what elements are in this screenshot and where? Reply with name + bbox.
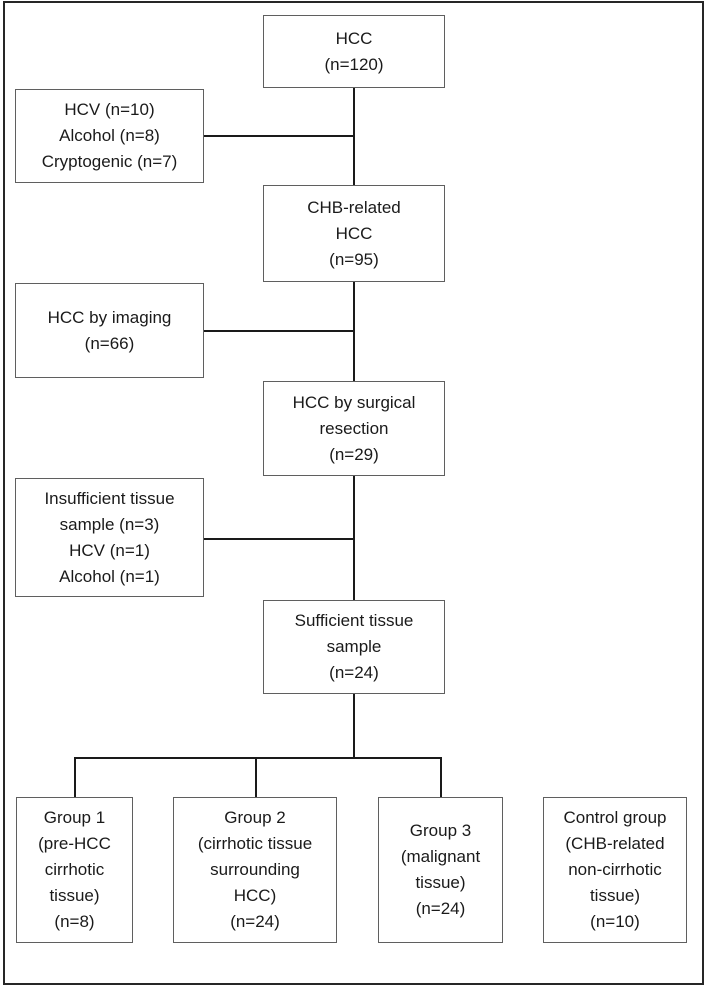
node-group-2: Group 2 (cirrhotic tissue surrounding HC… (173, 797, 337, 943)
node-group-3: Group 3 (malignant tissue) (n=24) (378, 797, 503, 943)
connector-hcc-to-chb (353, 88, 355, 185)
node-hcc-label: HCC (n=120) (324, 28, 384, 74)
connector-exclusion-imaging (204, 330, 353, 332)
connector-surgical-to-sufficient (353, 476, 355, 600)
node-group-2-label: Group 2 (cirrhotic tissue surrounding HC… (197, 808, 313, 931)
node-sufficient-tissue-sample-label: Sufficient tissue sample (n=24) (294, 611, 414, 682)
connector-sufficient-to-branch (353, 694, 355, 758)
connector-exclusion-etiology (204, 135, 353, 137)
node-chb-related-hcc: CHB-related HCC (n=95) (263, 185, 445, 282)
branch-horizontal-line (74, 757, 442, 759)
node-group-3-label: Group 3 (malignant tissue) (n=24) (400, 821, 481, 918)
node-excluded-insufficient-tissue: Insufficient tissue sample (n=3) HCV (n=… (15, 478, 204, 597)
node-hcc-surgical-resection-label: HCC by surgical resection (n=29) (292, 392, 416, 464)
node-group-1-label: Group 1 (pre-HCC cirrhotic tissue) (n=8) (38, 808, 111, 931)
node-hcc: HCC (n=120) (263, 15, 445, 88)
outer-border (3, 1, 704, 985)
node-group-1: Group 1 (pre-HCC cirrhotic tissue) (n=8) (16, 797, 133, 943)
node-excluded-insufficient-tissue-label: Insufficient tissue sample (n=3) HCV (n=… (44, 488, 175, 586)
connector-chb-to-surgical (353, 282, 355, 381)
connector-exclusion-insufficient (204, 538, 353, 540)
branch-drop-group1 (74, 757, 76, 797)
node-control-group-label: Control group (CHB-related non-cirrhotic… (563, 808, 667, 931)
node-chb-related-hcc-label: CHB-related HCC (n=95) (307, 197, 401, 269)
node-control-group: Control group (CHB-related non-cirrhotic… (543, 797, 687, 943)
node-excluded-etiology: HCV (n=10) Alcohol (n=8) Cryptogenic (n=… (15, 89, 204, 183)
node-hcc-by-imaging: HCC by imaging (n=66) (15, 283, 204, 378)
node-hcc-by-imaging-label: HCC by imaging (n=66) (47, 307, 172, 353)
branch-drop-group2 (255, 757, 257, 797)
node-excluded-etiology-label: HCV (n=10) Alcohol (n=8) Cryptogenic (n=… (41, 100, 178, 171)
node-sufficient-tissue-sample: Sufficient tissue sample (n=24) (263, 600, 445, 694)
node-hcc-surgical-resection: HCC by surgical resection (n=29) (263, 381, 445, 476)
branch-drop-group3 (440, 757, 442, 797)
